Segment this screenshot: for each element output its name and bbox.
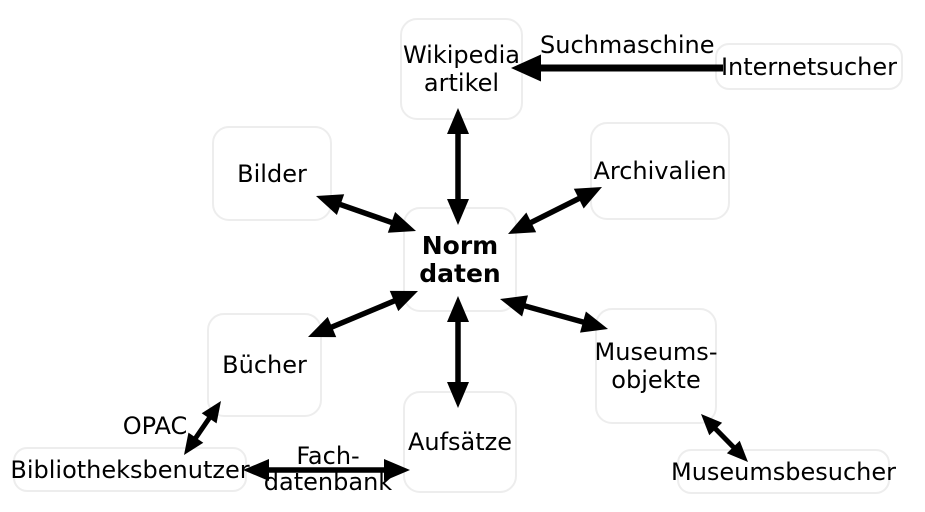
node-aufsaetze: Aufsätze — [403, 391, 517, 493]
edge-archivalien-normdaten — [508, 187, 602, 234]
edge-buecher-normdaten — [308, 290, 418, 338]
node-bibliotheksbenutzer: Bibliotheksbenutzer — [10, 447, 250, 492]
node-normdaten: Norm daten — [403, 207, 517, 312]
edge-label-fachdatenbank: Fach- datenbank — [263, 442, 393, 496]
node-internetsucher: Internetsucher — [715, 43, 903, 90]
node-wikipedia-artikel: Wikipedia artikel — [400, 18, 523, 120]
node-archivalien: Archivalien — [590, 122, 730, 220]
node-buecher: Bücher — [207, 313, 322, 417]
edge-label-opac: OPAC — [122, 412, 188, 440]
edge-museumsobjekte-normdaten — [500, 295, 608, 333]
edge-label-suchmaschine: Suchmaschine — [540, 31, 715, 59]
node-bilder: Bilder — [212, 126, 332, 221]
node-museumsobjekte: Museums- objekte — [595, 308, 717, 424]
node-museumsbesucher: Museumsbesucher — [671, 449, 896, 494]
